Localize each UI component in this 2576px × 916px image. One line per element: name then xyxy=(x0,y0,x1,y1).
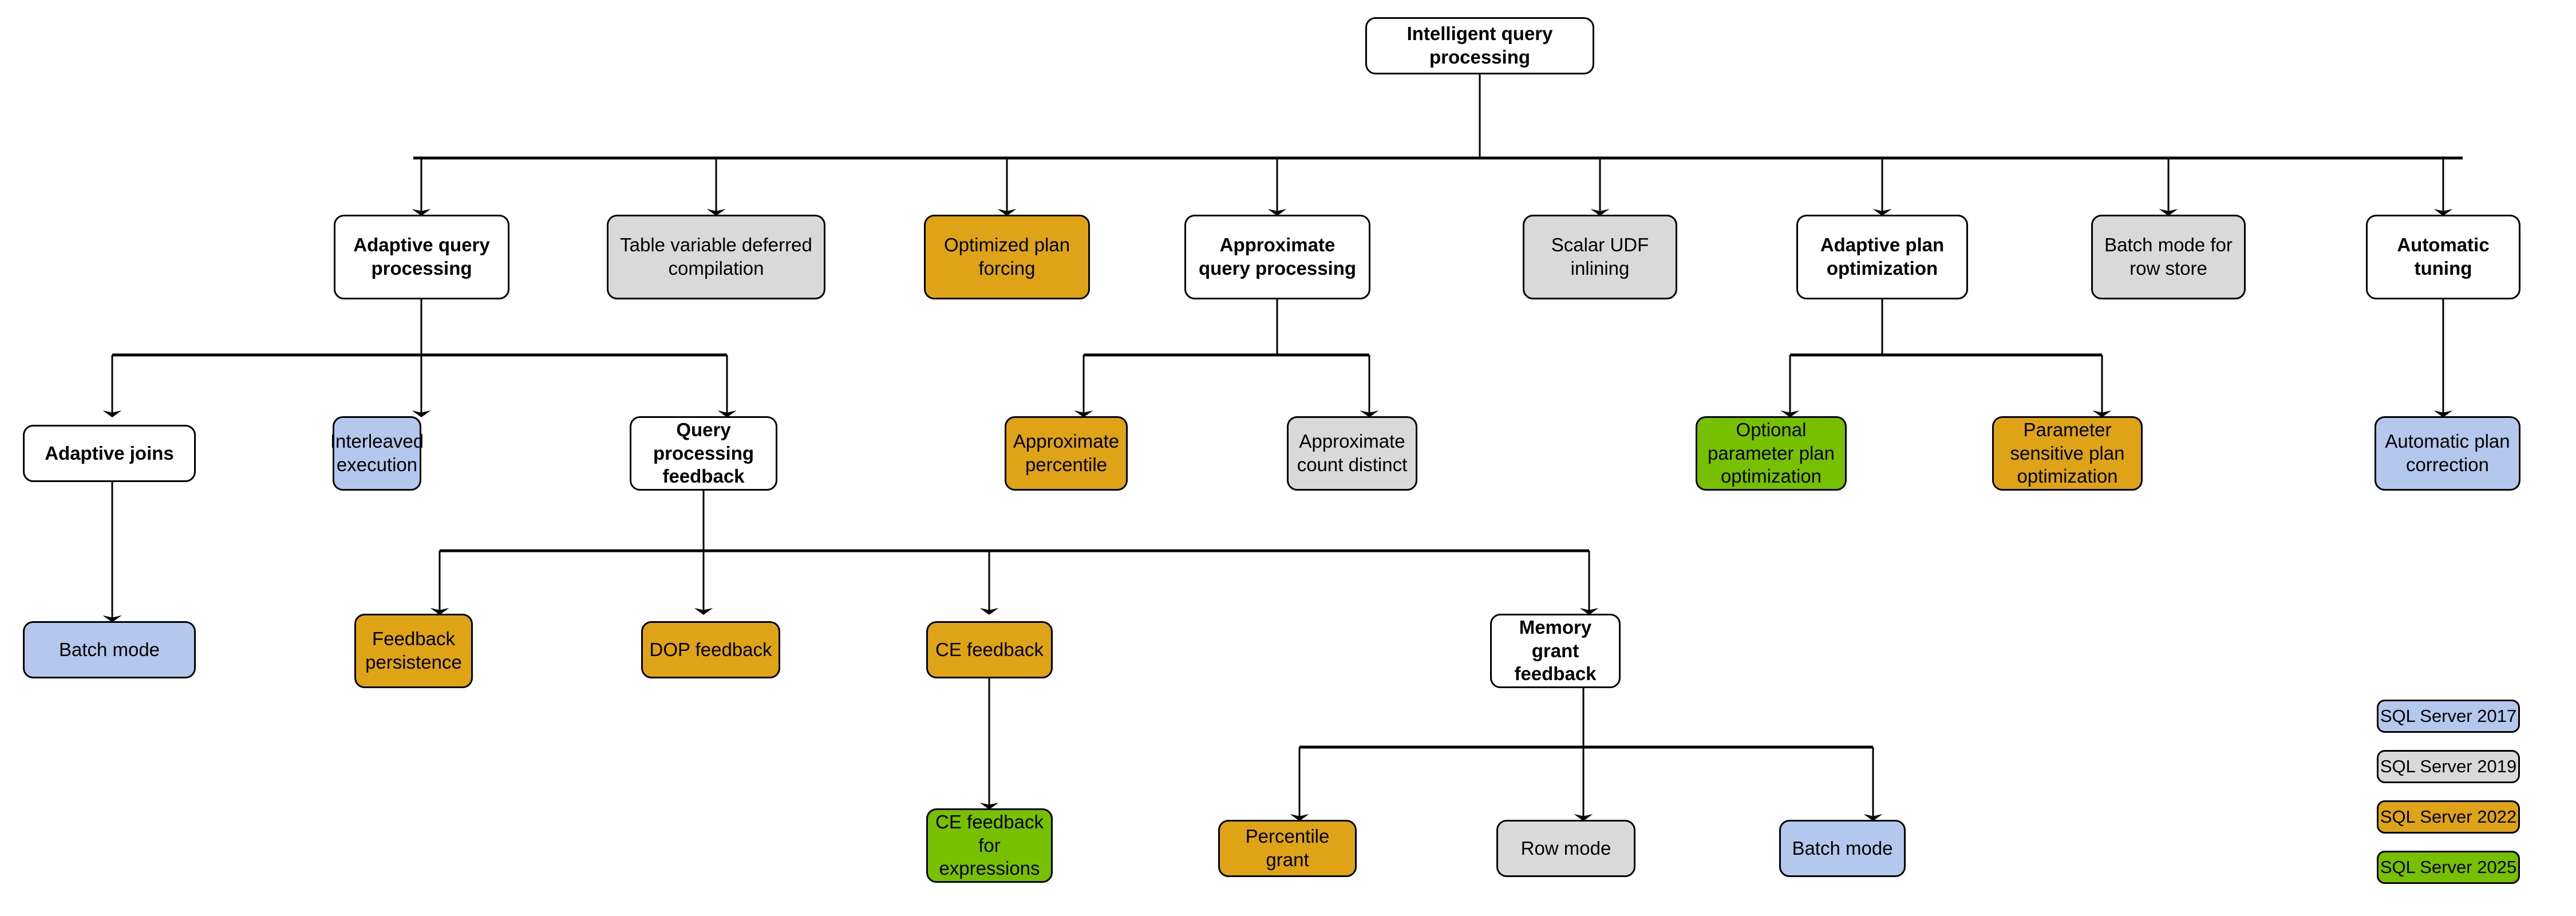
node-batch-mode[interactable]: Batch mode xyxy=(1779,820,1906,877)
node-scalar-udf-inlining[interactable]: Scalar UDF inlining xyxy=(1523,215,1677,299)
node-interleaved-execution[interactable]: Interleaved execution xyxy=(330,416,424,491)
node-approximate-query-processing[interactable]: Approximate query processing xyxy=(1184,215,1370,299)
node-parameter-sensitive-plan-optimization[interactable]: Parameter sensitive plan optimization xyxy=(1992,416,2143,491)
node-ce-feedback-for-expressions[interactable]: CE feedback for expressions xyxy=(926,808,1053,883)
legend-item-sql-server-2022: SQL Server 2022 xyxy=(2377,800,2520,834)
node-memory-grant-feedback[interactable]: Memory grant feedback xyxy=(1490,614,1621,688)
node-automatic-plan-correction[interactable]: Automatic plan correction xyxy=(2374,416,2520,491)
node-batch-mode-for-row-store[interactable]: Batch mode for row store xyxy=(2091,215,2246,299)
node-adaptive-query-processing[interactable]: Adaptive query processing xyxy=(334,215,509,299)
node-batch-mode[interactable]: Batch mode xyxy=(23,621,196,678)
node-query-processing-feedback[interactable]: Query processing feedback xyxy=(630,416,777,491)
node-ce-feedback[interactable]: CE feedback xyxy=(926,621,1053,678)
node-table-variable-deferred-compilation[interactable]: Table variable deferred compilation xyxy=(607,215,825,299)
legend-item-sql-server-2019: SQL Server 2019 xyxy=(2377,750,2520,783)
node-optional-parameter-plan-optimization[interactable]: Optional parameter plan optimization xyxy=(1696,416,1847,491)
node-adaptive-joins[interactable]: Adaptive joins xyxy=(23,425,196,482)
legend-item-sql-server-2017: SQL Server 2017 xyxy=(2377,700,2520,733)
node-approximate-count-distinct[interactable]: Approximate count distinct xyxy=(1287,416,1417,491)
node-optimized-plan-forcing[interactable]: Optimized plan forcing xyxy=(924,215,1090,299)
node-adaptive-plan-optimization[interactable]: Adaptive plan optimization xyxy=(1796,215,1968,299)
node-row-mode[interactable]: Row mode xyxy=(1496,820,1635,877)
node-intelligent-query-processing[interactable]: Intelligent query processing xyxy=(1365,17,1594,74)
node-feedback-persistence[interactable]: Feedback persistence xyxy=(354,614,473,688)
node-percentile-grant[interactable]: Percentile grant xyxy=(1218,820,1357,877)
node-approximate-percentile[interactable]: Approximate percentile xyxy=(1005,416,1128,491)
legend-item-sql-server-2025: SQL Server 2025 xyxy=(2377,851,2520,884)
node-automatic-tuning[interactable]: Automatic tuning xyxy=(2366,215,2520,299)
node-dop-feedback[interactable]: DOP feedback xyxy=(641,621,780,678)
